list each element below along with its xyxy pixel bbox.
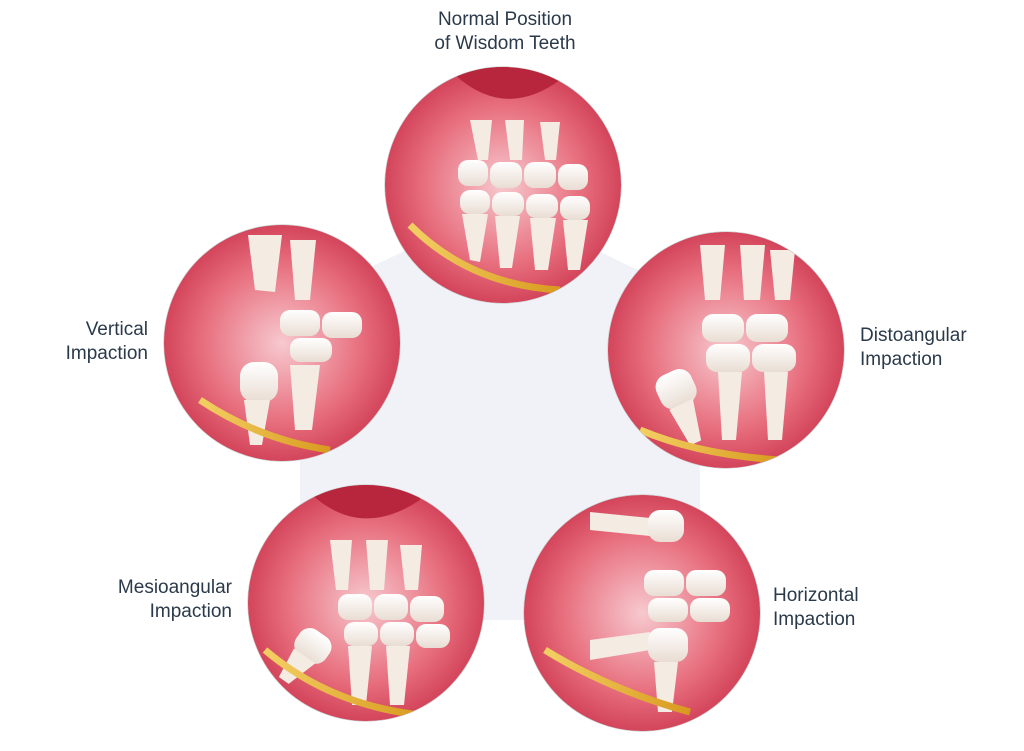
panel-distoangular-impaction [607, 231, 845, 469]
label-distoangular-impaction: Distoangular Impaction [860, 324, 1010, 372]
label-vertical-impaction: Vertical Impaction [30, 318, 148, 366]
label-horizontal-line-2: Impaction [773, 609, 856, 630]
label-mesio-line-2: Impaction [149, 601, 232, 622]
panel-vertical-impaction [163, 224, 401, 462]
panel-normal [384, 66, 622, 304]
label-vertical-line-2: Impaction [65, 343, 148, 364]
panel-mesioangular-impaction [247, 484, 485, 722]
label-mesioangular-impaction: Mesioangular Impaction [60, 576, 232, 624]
label-normal-line-2: of Wisdom Teeth [434, 33, 576, 54]
label-disto-line-1: Distoangular [860, 325, 967, 346]
label-horizontal-impaction: Horizontal Impaction [773, 584, 923, 632]
label-normal-line-1: Normal Position [437, 9, 573, 30]
label-disto-line-2: Impaction [860, 349, 943, 370]
label-normal-position: Normal Position of Wisdom Teeth [400, 8, 610, 56]
label-horizontal-line-1: Horizontal [773, 585, 859, 606]
label-mesio-line-1: Mesioangular [117, 577, 232, 598]
label-vertical-line-1: Vertical [85, 319, 148, 340]
panel-horizontal-impaction [523, 494, 761, 732]
